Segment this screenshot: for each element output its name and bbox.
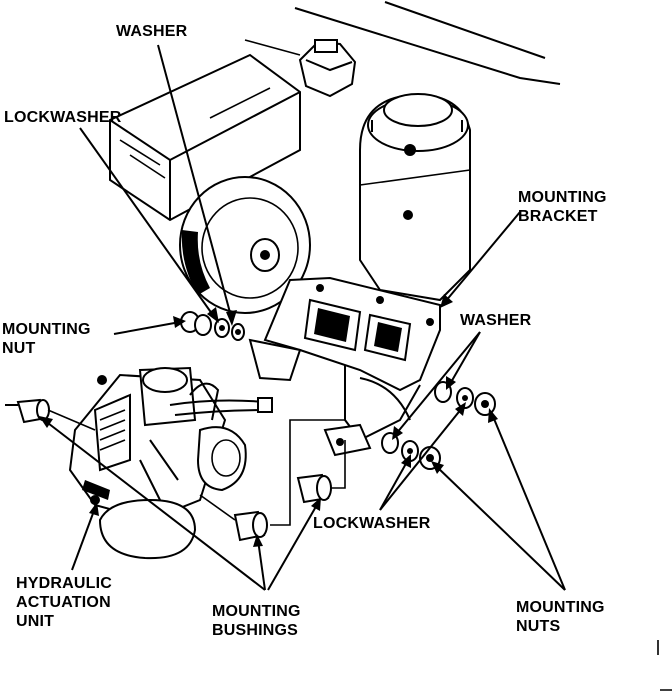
master-cylinder-tank — [359, 93, 471, 302]
mounting-bushing-center — [233, 510, 268, 542]
label-hydraulic-actuation-unit: HYDRAULIC ACTUATION UNIT — [16, 575, 113, 630]
label-mounting-bracket: MOUNTING BRACKET — [518, 189, 607, 225]
label-washer-top: WASHER — [116, 23, 188, 40]
mounting-bushing-right — [296, 473, 332, 504]
mounting-nut-stack-right-upper — [434, 381, 496, 416]
label-mounting-nut: MOUNTING NUT — [2, 321, 91, 357]
engine-pulley — [179, 176, 311, 314]
label-lockwasher-top: LOCKWASHER — [4, 109, 122, 126]
engine-compartment — [244, 1, 561, 85]
mounting-bracket — [248, 276, 441, 457]
reservoir-cap — [298, 39, 357, 98]
label-mounting-nuts: MOUNTING NUTS — [516, 599, 605, 635]
label-washer-right: WASHER — [460, 312, 532, 329]
hydraulic-actuation-unit — [68, 366, 273, 560]
page-edge-mark — [657, 640, 672, 691]
label-mounting-bushings: MOUNTING BUSHINGS — [212, 603, 301, 639]
engine-box — [109, 53, 301, 222]
mounting-nut-stack-left — [180, 311, 245, 341]
alignment-lines — [47, 409, 346, 526]
label-lockwasher-bottom: LOCKWASHER — [313, 515, 431, 532]
leader-lines — [39, 44, 566, 591]
